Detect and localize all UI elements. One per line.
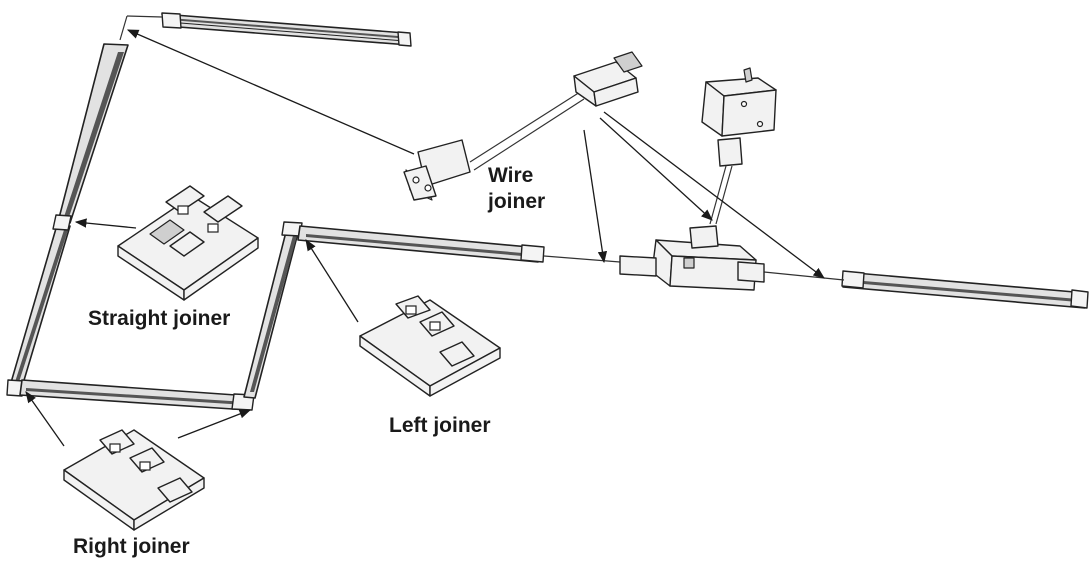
bottom-horizontal-rail: [19, 379, 255, 411]
wire-joiner-part: [403, 51, 643, 201]
arrow-right-to-rail-b: [177, 409, 252, 439]
left-vertical-rail: [6, 43, 129, 397]
switch-box-part: [701, 67, 777, 225]
arrow-right-to-rail-a: [25, 391, 65, 447]
connector-hub-part: [619, 225, 765, 291]
arrow-wire-to-switch: [599, 117, 713, 221]
wire-joiner-label: Wire joiner: [488, 164, 546, 213]
left-joiner-label: Left joiner: [389, 414, 491, 437]
arrow-wire-to-top: [126, 29, 415, 155]
middle-horizontal-rail: [297, 225, 621, 263]
arrow-left-to-rail: [305, 239, 359, 323]
right-joiner-label: Right joiner: [73, 535, 190, 558]
right-joiner-part: [63, 429, 205, 531]
top-light-rail: [119, 12, 412, 47]
arrow-wire-to-right-rail: [603, 111, 825, 279]
arrow-wire-to-hub: [583, 129, 608, 264]
left-joiner-part: [359, 295, 501, 397]
right-light-rail: [763, 270, 1089, 309]
straight-joiner-label: Straight joiner: [88, 307, 231, 330]
straight-joiner-part: [117, 185, 259, 301]
arrow-straight-to-rail: [74, 218, 137, 229]
